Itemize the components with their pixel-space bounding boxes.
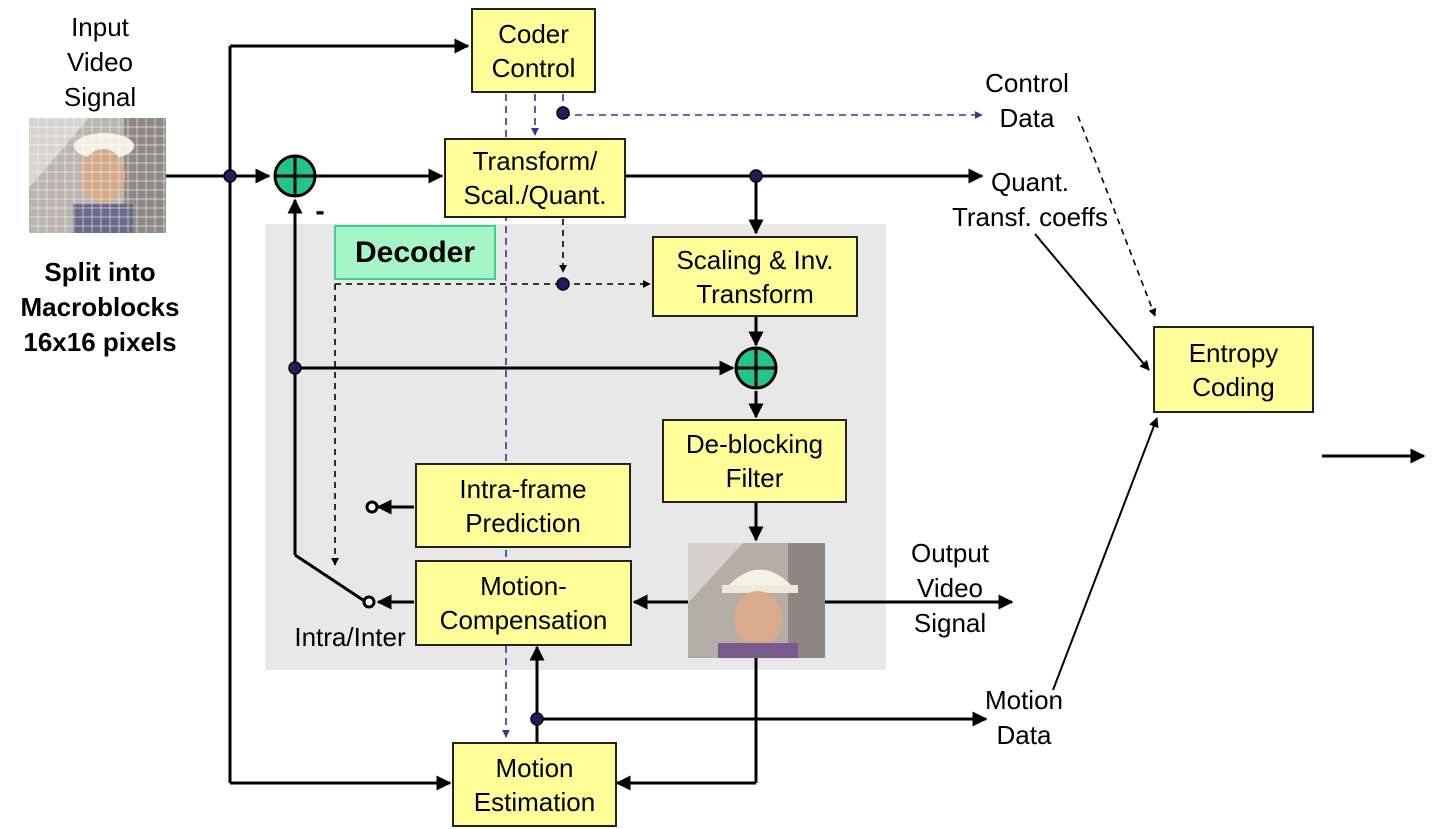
split-note-label: Split into Macroblocks 16x16 pixels (20, 257, 180, 357)
output-signal-label: Output Video Signal (910, 538, 990, 638)
intra-inter-label: Intra/Inter (294, 622, 406, 652)
deblocking-filter-block: De-blocking Filter (662, 419, 847, 503)
quant-coeffs-label: Quant. Transf. coeffs (951, 167, 1109, 232)
junction-dot-icon (223, 169, 237, 183)
switch-lever (294, 553, 367, 604)
junction-dot-icon (749, 169, 763, 183)
junction-dot-icon (288, 361, 302, 375)
motion-estimation-block: Motion Estimation (452, 742, 617, 827)
coder-control-block: Coder Control (471, 8, 596, 93)
decoder-tag: Decoder (334, 225, 496, 280)
motion-data-label: Motion Data (984, 685, 1064, 750)
scaling-inverse-block: Scaling & Inv. Transform (652, 236, 858, 317)
junction-dot-icon (530, 712, 544, 726)
minus-sign: - (315, 195, 325, 226)
coeffs-to-entropy (1034, 233, 1150, 371)
motion-compensation-block: Motion- Compensation (415, 560, 632, 646)
switch-contact-icon (362, 595, 376, 609)
motion-to-entropy (1052, 417, 1159, 691)
junction-dot-icon (556, 106, 570, 120)
circle-plus-icon (273, 154, 317, 198)
switch-contact-icon (365, 500, 379, 514)
input-signal-label: Input Video Signal (63, 12, 137, 112)
transform-block: Transform/ Scal./Quant. (444, 138, 626, 218)
input-frame-image (29, 118, 166, 233)
intra-prediction-block: Intra-frame Prediction (415, 463, 631, 548)
junction-dot-icon (556, 277, 570, 291)
control-data-label: Control Data (985, 68, 1069, 133)
circle-plus-icon (734, 346, 778, 390)
control-to-entropy (1077, 115, 1157, 317)
entropy-coding-block: Entropy Coding (1153, 326, 1314, 413)
decoded-frame-image (688, 543, 825, 658)
